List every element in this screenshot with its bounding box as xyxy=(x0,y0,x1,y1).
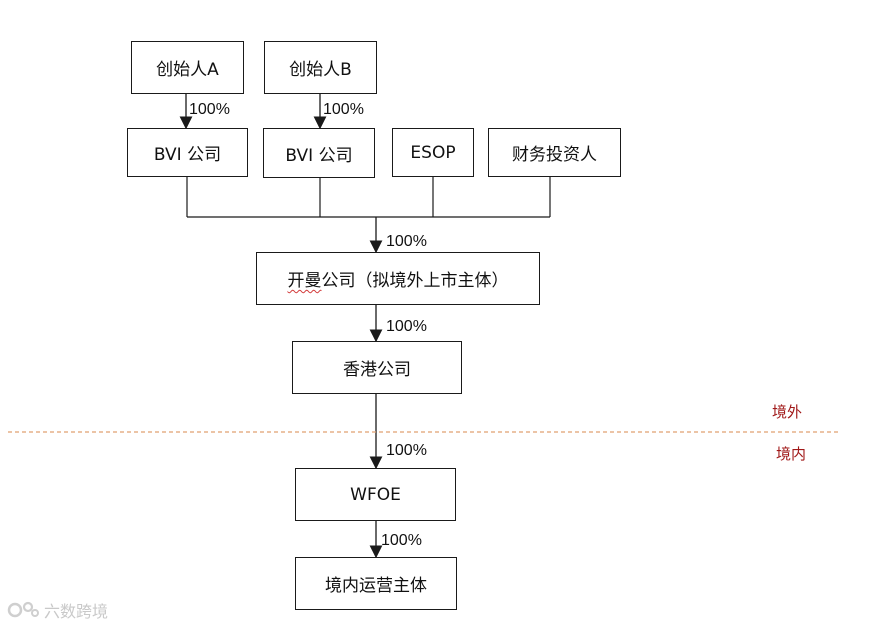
offshore-zone-label: 境外 xyxy=(772,403,803,421)
onshore-zone-label: 境内 xyxy=(776,445,807,463)
financial-investor-box: 财务投资人 xyxy=(488,128,621,177)
hk-company-label: 香港公司 xyxy=(343,360,411,380)
wfoe-label: WFOE xyxy=(350,484,401,505)
bvi-company-2-label: BVI 公司 xyxy=(285,145,353,166)
hk-company-box: 香港公司 xyxy=(292,341,462,394)
watermark-logo-icon xyxy=(7,601,39,618)
founder-b-label: 创始人B xyxy=(289,60,352,80)
pct-founder-b-to-bvi: 100% xyxy=(323,101,364,118)
watermark-text: 六数跨境 xyxy=(44,602,109,621)
founder-a-label: 创始人A xyxy=(156,60,219,80)
cayman-word: 开曼 xyxy=(287,271,322,291)
domestic-operating-entity-box: 境内运营主体 xyxy=(295,557,457,610)
cayman-listing-entity-box: 开曼公司（拟境外上市主体） xyxy=(256,252,540,305)
founder-b-box: 创始人B xyxy=(264,41,377,94)
pct-wfoe-to-domestic: 100% xyxy=(381,532,422,549)
esop-label: ESOP xyxy=(410,142,456,163)
financial-investor-label: 财务投资人 xyxy=(512,145,597,165)
bvi-company-2-box: BVI 公司 xyxy=(263,128,375,178)
pct-founder-a-to-bvi: 100% xyxy=(189,101,230,118)
esop-box: ESOP xyxy=(392,128,474,177)
listing-entity-suffix: 公司（拟境外上市主体） xyxy=(321,271,509,291)
wfoe-box: WFOE xyxy=(295,468,456,521)
cayman-listing-entity-label: 开曼公司（拟境外上市主体） xyxy=(288,266,509,291)
bvi-company-1-label: BVI 公司 xyxy=(153,145,222,165)
bvi-company-1-box: BVI 公司 xyxy=(127,128,248,177)
pct-cayman-to-hk: 100% xyxy=(386,318,427,335)
domestic-operating-entity-label: 境内运营主体 xyxy=(325,576,427,596)
pct-shareholders-to-cayman: 100% xyxy=(386,233,427,250)
watermark: 六数跨境 xyxy=(6,598,108,622)
founder-a-box: 创始人A xyxy=(131,41,244,94)
pct-hk-to-wfoe: 100% xyxy=(386,442,427,459)
